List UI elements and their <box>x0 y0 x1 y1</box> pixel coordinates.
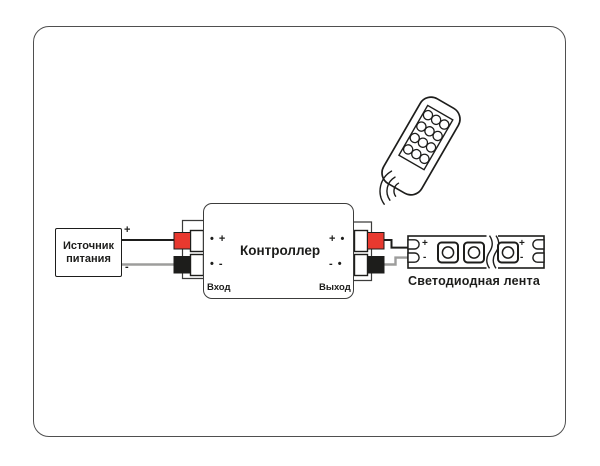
remote-button <box>419 153 430 165</box>
controller-input-plus-mark: • + <box>210 233 227 245</box>
strip-break-line <box>492 235 500 269</box>
strip-right-minus-sign: - <box>520 251 524 263</box>
diagram-border <box>33 26 566 437</box>
output-negative-terminal-housing <box>353 253 369 277</box>
controller-box <box>203 203 354 299</box>
controller-input-label: Вход <box>207 282 231 293</box>
strip-left-minus-sign: - <box>423 251 427 263</box>
led-strip <box>407 233 545 271</box>
remote-button <box>425 142 437 153</box>
output-positive-terminal <box>367 232 385 250</box>
strip-break-line <box>486 235 493 269</box>
remote-control <box>381 96 461 196</box>
strip-right-plus-sign: + <box>519 238 525 249</box>
power-minus-sign: - <box>125 261 129 273</box>
input-positive-terminal <box>173 232 191 250</box>
output-terminal-bracket <box>353 221 373 282</box>
led-strip-label: Светодиодная лента <box>408 274 541 288</box>
negative-wire-output <box>384 256 409 266</box>
signal-wave <box>379 170 393 205</box>
led-strip-left-negative-pad <box>407 252 420 263</box>
remote-button <box>432 130 443 142</box>
power-supply-box: Источник питания <box>55 228 122 277</box>
input-positive-terminal-housing <box>189 229 205 253</box>
remote-button <box>438 119 450 130</box>
output-negative-terminal <box>367 256 385 274</box>
controller-output-minus-mark: - • <box>329 257 343 270</box>
signal-wave <box>393 182 400 197</box>
led-strip-right-negative-pad <box>532 252 545 263</box>
led-chip <box>501 246 515 259</box>
output-positive-terminal-housing <box>353 229 369 253</box>
controller-input-minus-mark: • - <box>210 257 224 270</box>
power-plus-sign: + <box>124 224 131 236</box>
power-supply-label-line2: питания <box>66 252 111 265</box>
controller-output-plus-mark: + • <box>329 233 346 245</box>
input-negative-terminal <box>173 256 191 274</box>
signal-waves-icon <box>379 170 400 205</box>
strip-left-plus-sign: + <box>422 238 428 249</box>
led-chip <box>467 246 481 259</box>
controller-output-label: Выход <box>319 282 351 293</box>
positive-wire-output <box>384 239 409 249</box>
power-supply-label-line1: Источник <box>62 240 114 252</box>
strip-break-mask <box>486 233 498 271</box>
signal-wave <box>386 176 396 201</box>
controller-title: Контроллер <box>240 243 321 258</box>
led-strip-right-positive-pad <box>532 239 545 250</box>
input-negative-terminal-housing <box>189 253 205 277</box>
led-strip-left-positive-pad <box>407 239 420 250</box>
led-chip <box>441 246 455 259</box>
